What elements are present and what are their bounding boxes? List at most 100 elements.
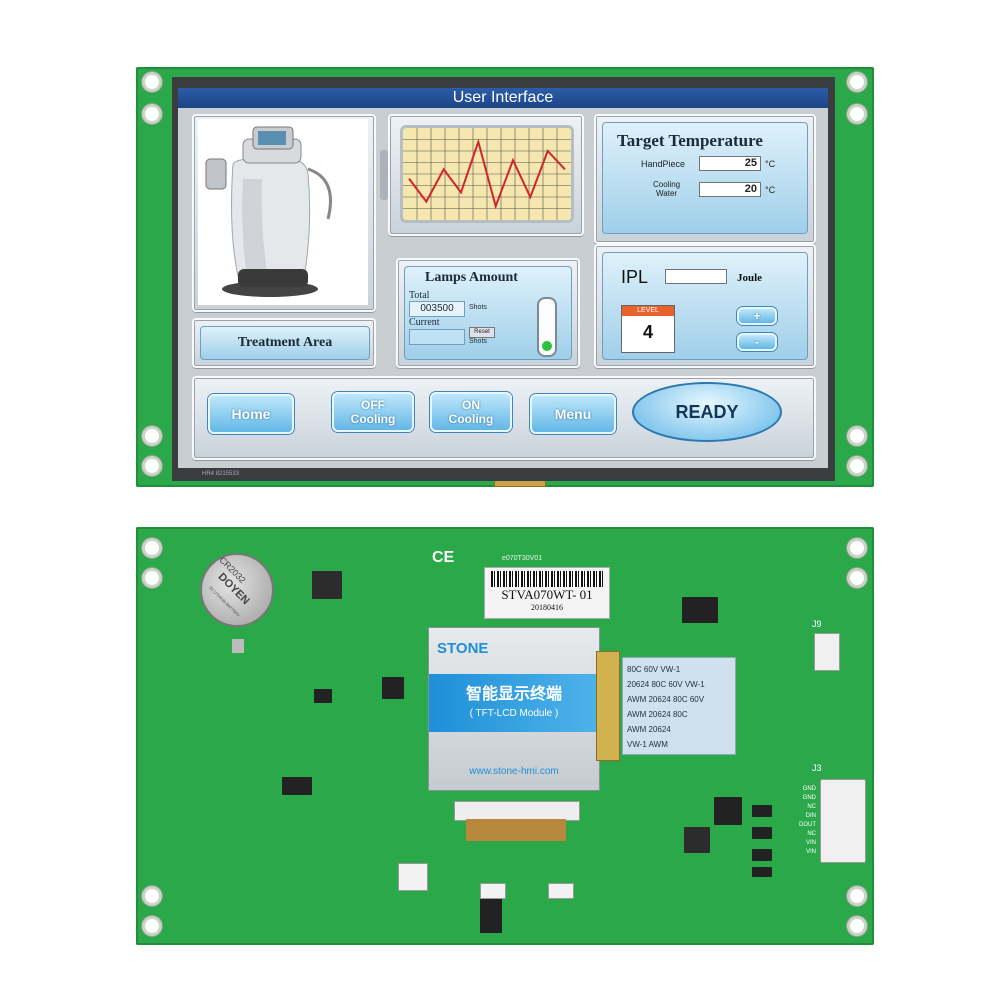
- j3-label: J3: [812, 763, 822, 773]
- handpiece-label: HandPiece: [641, 159, 686, 169]
- battery-holder-tab: [232, 639, 244, 653]
- device-photo: [198, 119, 368, 305]
- ipl-unit: Joule: [737, 272, 763, 284]
- lamps-title: Lamps Amount: [425, 270, 518, 285]
- ready-button[interactable]: READY: [632, 382, 782, 442]
- pin-label: DIN: [805, 813, 816, 819]
- mount-hole: [145, 429, 159, 443]
- ic-chip: [282, 777, 312, 795]
- small-connector: [480, 883, 506, 899]
- mount-hole: [850, 429, 864, 443]
- mount-hole: [145, 541, 159, 555]
- lamp-gauge-fill: [542, 341, 552, 351]
- level-plus-button[interactable]: +: [737, 307, 777, 325]
- ic-chip: [714, 797, 742, 825]
- model-sticker: STVA070WT- 01 20180416: [484, 567, 610, 619]
- module-banner: 智能显示终端 ( TFT-LCD Module ): [429, 674, 599, 732]
- off-cooling-line2: Cooling: [350, 412, 396, 426]
- barcode: [491, 571, 603, 587]
- lcd-fpc-connector: [454, 801, 580, 821]
- level-label: LEVEL: [622, 306, 674, 316]
- mount-hole: [850, 919, 864, 933]
- mount-hole: [850, 889, 864, 903]
- home-button[interactable]: Home: [208, 394, 294, 434]
- flex-print-line: 20624 80C 60V VW-1: [627, 680, 705, 689]
- ipl-value[interactable]: [665, 269, 727, 284]
- target-title: Target Temperature: [617, 131, 763, 150]
- stone-module: STONE 智能显示终端 ( TFT-LCD Module ) www.ston…: [428, 627, 600, 791]
- inductor: [312, 571, 342, 599]
- lamps-subpanel: Lamps Amount Total 003500 Shots Current …: [404, 266, 572, 360]
- mount-hole: [850, 75, 864, 89]
- total-value: 003500: [409, 301, 465, 317]
- edge-contact: [480, 899, 502, 933]
- total-unit: Shots: [469, 304, 487, 311]
- mount-hole: [145, 889, 159, 903]
- treatment-area-button[interactable]: Treatment Area: [200, 326, 370, 360]
- mount-hole: [145, 571, 159, 585]
- back-pcb: CR2032 DOYEN 3V LITHIUM BATTERY CE e070T…: [136, 527, 874, 945]
- mount-hole: [850, 459, 864, 473]
- flex-print-line: 80C 60V VW-1: [627, 665, 681, 674]
- graph-slot: [380, 150, 388, 200]
- lamps-panel: Lamps Amount Total 003500 Shots Current …: [396, 258, 580, 368]
- on-cooling-line2: Cooling: [448, 412, 494, 426]
- pin-label: VIN: [805, 849, 816, 855]
- model-date: 20180416: [531, 603, 563, 612]
- model-number: STVA070WT- 01: [501, 587, 593, 602]
- graph-panel: [380, 114, 584, 236]
- flex-connector: [596, 651, 620, 761]
- menu-button[interactable]: Menu: [530, 394, 616, 434]
- pin-label: GND: [802, 786, 816, 792]
- total-label: Total: [409, 290, 430, 301]
- ipl-label: IPL: [621, 267, 649, 287]
- on-cooling-button[interactable]: ON Cooling: [430, 392, 512, 432]
- screen-title: User Interface: [178, 88, 828, 108]
- current-label: Current: [409, 317, 440, 328]
- ic-chip: [682, 597, 718, 623]
- lcd-screen: User Interface Target Temperature HandPi…: [178, 88, 828, 468]
- bezel-code: HR4 8215533: [202, 471, 240, 477]
- pin-label: GND: [802, 795, 816, 801]
- reset-button[interactable]: Reset: [469, 327, 495, 338]
- ic-chip: [752, 805, 772, 817]
- pin-label: NC: [807, 831, 816, 837]
- treatment-area-panel: Treatment Area: [192, 318, 376, 368]
- mount-hole: [145, 919, 159, 933]
- coin-battery: CR2032 DOYEN 3V LITHIUM BATTERY: [200, 553, 274, 627]
- lcd-fpc: [466, 819, 566, 841]
- current-value: [409, 329, 465, 345]
- level-minus-button[interactable]: -: [737, 333, 777, 351]
- ic-chip: [752, 867, 772, 877]
- off-cooling-line1: OFF: [361, 398, 385, 412]
- line-graph: [400, 125, 574, 223]
- level-box: LEVEL 4: [621, 305, 675, 353]
- pcb-code: e070T30V01: [502, 555, 543, 562]
- mount-hole: [145, 107, 159, 121]
- ic-chip: [382, 677, 404, 699]
- pin-label: DOUT: [799, 822, 816, 828]
- j9-label: J9: [812, 619, 822, 629]
- flex-print-line: AWM 20624 80C 60V: [627, 695, 705, 704]
- small-connector: [548, 883, 574, 899]
- module-chinese: 智能显示终端: [465, 686, 562, 703]
- reset-unit: Shots: [469, 338, 487, 345]
- cooling-label-line2: Water: [656, 189, 678, 198]
- cooling-label: Cooling Water: [653, 180, 680, 198]
- graph-line: [408, 138, 566, 210]
- cert-mark: CE: [432, 549, 455, 566]
- target-temperature-panel: Target Temperature HandPiece 25 °C Cooli…: [594, 114, 816, 244]
- mount-hole: [145, 459, 159, 473]
- cooling-unit: °C: [765, 185, 776, 195]
- module-brand: STONE: [437, 640, 489, 657]
- mount-hole: [850, 107, 864, 121]
- ipl-panel: IPL Joule LEVEL 4 + -: [594, 244, 816, 368]
- off-cooling-button[interactable]: OFF Cooling: [332, 392, 414, 432]
- handpiece-value[interactable]: 25: [699, 156, 761, 171]
- cooling-value[interactable]: 20: [699, 182, 761, 197]
- handpiece-unit: °C: [765, 159, 776, 169]
- ic-chip: [314, 689, 332, 703]
